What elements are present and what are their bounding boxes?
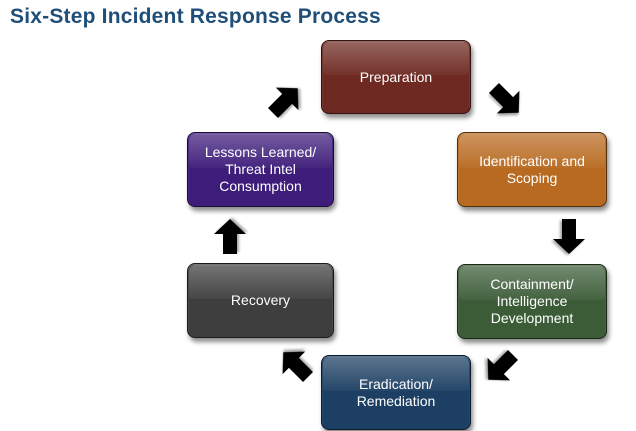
arrow-identification-to-containment [553, 219, 585, 254]
arrow-containment-to-eradication [487, 350, 518, 381]
step-label-preparation: Preparation [359, 68, 433, 85]
arrow-preparation-to-identification [489, 83, 520, 114]
arrow-lessons-to-preparation [268, 87, 299, 118]
step-box-recovery: Recovery [187, 263, 334, 338]
arrow-eradication-to-recovery [282, 351, 313, 382]
step-box-eradication: Eradication/Remediation [321, 355, 471, 430]
diagram-title: Six-Step Incident Response Process [10, 5, 381, 28]
step-label-recovery: Recovery [230, 292, 291, 308]
step-box-preparation: Preparation [321, 40, 471, 114]
arrow-recovery-to-lessons [214, 219, 246, 254]
step-label-eradication: Eradication/Remediation [356, 375, 436, 409]
